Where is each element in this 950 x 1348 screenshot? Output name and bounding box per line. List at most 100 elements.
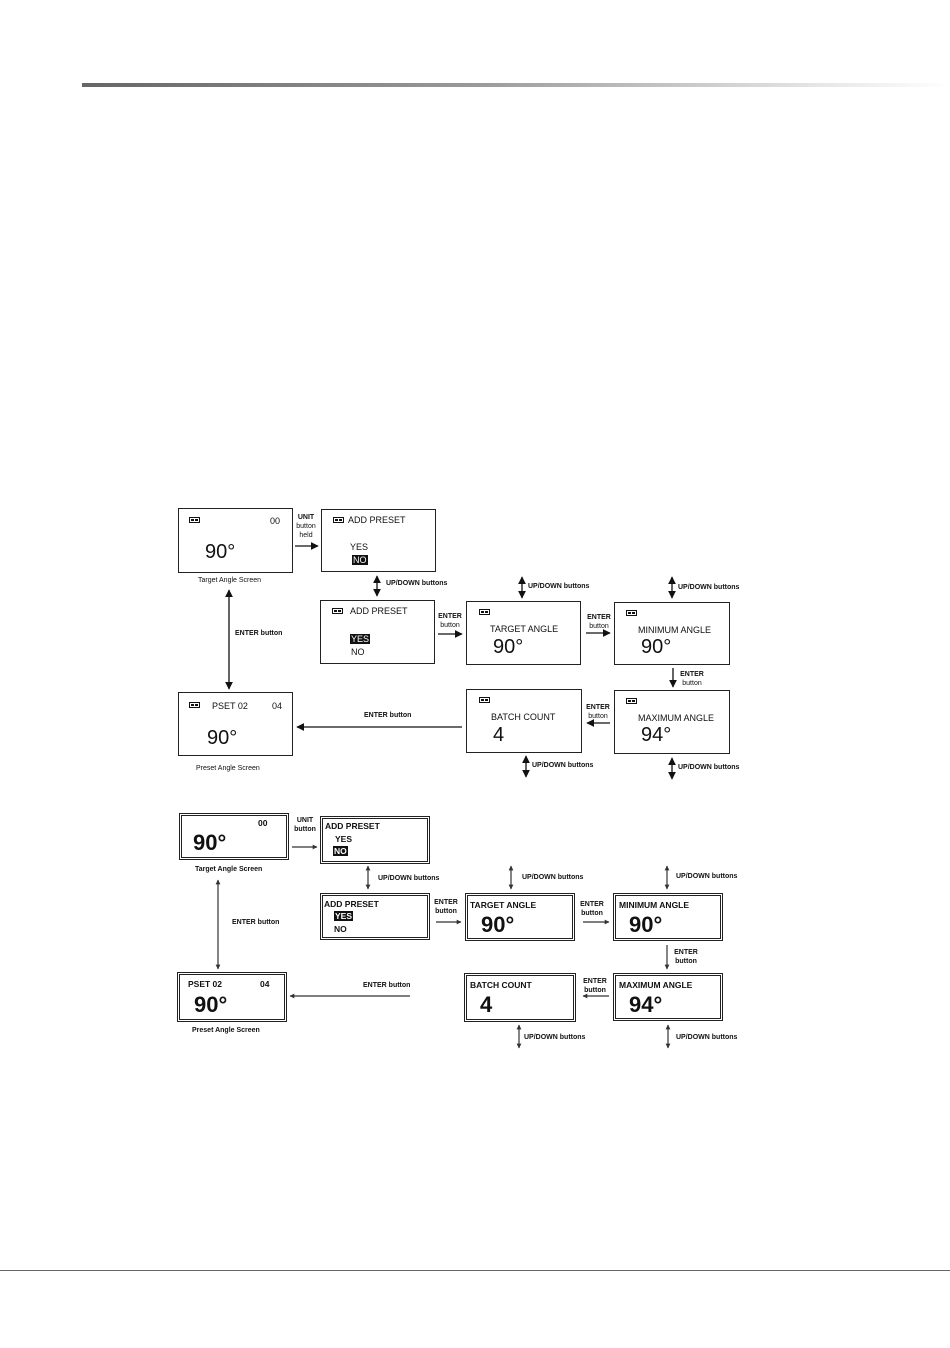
enter-label: ENTER [583,978,607,985]
count-label: 00 [270,516,281,526]
battery-icon [479,609,490,615]
yes-option: YES [350,542,369,552]
enter-label: ENTER [586,704,610,711]
preset-angle-screen: PSET 02 04 90° [177,972,287,1022]
enter-button-label: ENTER button [584,703,612,721]
button-word: button [296,523,316,530]
add-preset-title: ADD PRESET [348,515,406,525]
button-word: button [294,826,316,833]
enter-label: ENTER [434,899,458,906]
target-angle-setting-screen: TARGET ANGLE 90° [465,893,575,941]
preset-label: PSET 02 [188,979,223,989]
maximum-angle-value: 94° [629,992,663,1017]
preset-angle-caption: Preset Angle Screen [196,765,260,772]
enter-button-label: ENTER button [235,630,283,637]
header-rule [82,83,950,87]
battery-icon [189,517,200,523]
enter-button-label: ENTER button [581,977,609,995]
target-angle-caption: Target Angle Screen [195,866,263,873]
button-word: button [581,910,603,917]
unit-button-label: UNIT button [291,816,319,834]
batch-count-title: BATCH COUNT [470,980,532,990]
battery-icon [479,697,490,703]
enter-button-label: ENTER button [578,900,606,918]
updown-label: UP/DOWN buttons [678,764,740,771]
enter-button-label: ENTER button [364,712,412,719]
no-option: NO [351,647,365,657]
enter-label: ENTER [587,614,611,621]
batch-count-value: 4 [493,724,505,746]
preset-angle-caption: Preset Angle Screen [192,1027,260,1034]
maximum-angle-title: MAXIMUM ANGLE [638,713,715,723]
batch-count-screen: BATCH COUNT 4 [464,973,576,1022]
enter-label: ENTER [438,613,462,620]
batch-count-screen: BATCH COUNT 4 [466,689,582,753]
count-label: 00 [258,818,268,828]
enter-button-label: ENTER button [363,982,411,989]
maximum-angle-screen: MAXIMUM ANGLE 94° [614,690,730,754]
add-preset-title: ADD PRESET [325,821,380,831]
enter-label: ENTER [580,901,604,908]
updown-label: UP/DOWN buttons [524,1034,586,1041]
enter-button-label: ENTER button [678,670,706,688]
count-label: 04 [272,701,283,711]
button-word: button [584,987,606,994]
minimum-angle-value: 90° [629,912,663,937]
target-angle-screen: 00 90° [179,813,289,860]
enter-label: ENTER [674,949,698,956]
enter-button-label: ENTER button [232,919,280,926]
add-preset-screen-yes: ADD PRESET YES NO [320,600,435,664]
minimum-angle-screen: MINIMUM ANGLE 90° [613,893,723,941]
updown-label: UP/DOWN buttons [386,580,448,587]
angle-value: 90° [205,541,236,563]
minimum-angle-screen: MINIMUM ANGLE 90° [614,602,730,665]
yes-option-selected: YES [350,634,371,644]
add-preset-title: ADD PRESET [350,606,408,616]
target-angle-setting-screen: TARGET ANGLE 90° [466,601,581,665]
enter-label: ENTER [680,671,704,678]
add-preset-screen-no: ADD PRESET YES NO [321,509,436,572]
minimum-angle-value: 90° [641,636,672,658]
enter-button-label: ENTER button [672,948,700,966]
batch-count-value: 4 [480,992,493,1017]
maximum-angle-value: 94° [641,724,672,746]
updown-label: UP/DOWN buttons [528,583,590,590]
target-angle-title: TARGET ANGLE [470,900,537,910]
preset-label: PSET 02 [212,701,248,711]
target-angle-title: TARGET ANGLE [490,624,559,634]
batch-count-title: BATCH COUNT [491,712,556,722]
maximum-angle-title: MAXIMUM ANGLE [619,980,693,990]
button-word: button [675,958,697,965]
no-option-selected: NO [352,555,368,565]
battery-icon [626,698,637,704]
battery-icon [332,608,343,614]
battery-icon [189,702,200,708]
unit-label: UNIT [297,514,315,521]
target-angle-screen: 00 90° [178,508,293,573]
unit-button-held-label: UNIT button held [292,513,320,540]
angle-value: 90° [193,830,227,855]
yes-option-selected: YES [334,911,354,921]
updown-label: UP/DOWN buttons [532,762,594,769]
add-preset-title: ADD PRESET [324,899,379,909]
button-word: button [589,623,609,630]
button-word: button [440,622,460,629]
updown-label: UP/DOWN buttons [676,1034,738,1041]
enter-button-label: ENTER button [436,612,464,630]
updown-label: UP/DOWN buttons [676,873,738,880]
maximum-angle-screen: MAXIMUM ANGLE 94° [613,973,723,1021]
angle-value: 90° [194,992,228,1017]
unit-label: UNIT [296,817,314,824]
updown-label: UP/DOWN buttons [678,584,740,591]
target-angle-value: 90° [481,912,515,937]
battery-icon [333,517,344,523]
held-label: held [299,532,313,539]
button-word: button [682,680,702,687]
button-word: button [435,908,457,915]
count-label: 04 [260,979,270,989]
updown-label: UP/DOWN buttons [378,875,440,882]
target-angle-caption: Target Angle Screen [198,577,262,584]
preset-angle-screen: PSET 02 04 90° [178,692,293,756]
no-option-selected: NO [333,846,348,856]
